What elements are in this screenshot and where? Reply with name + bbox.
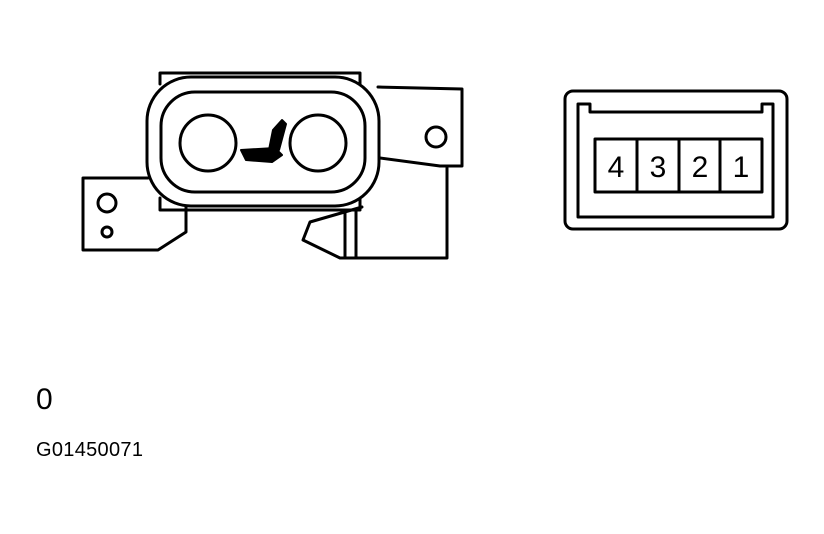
body-tab-top [158, 71, 362, 86]
pin-label-1: 1 [733, 151, 750, 184]
pin-label-4: 4 [608, 151, 625, 184]
switch-body-inner [159, 90, 367, 194]
bracket-hole-large [96, 192, 118, 214]
connector-face [563, 89, 789, 231]
figure-code-label: G01450071 [36, 439, 144, 461]
pin-labels: 4 3 2 1 [608, 151, 750, 184]
bracket-hole-small [100, 225, 114, 239]
seat-switch-assembly [81, 71, 464, 260]
lower-connector-housing [301, 166, 449, 260]
pin-label-2: 2 [692, 151, 709, 184]
switch-knob-left[interactable] [178, 113, 238, 173]
left-mounting-bracket [81, 176, 188, 252]
pin-label-3: 3 [650, 151, 667, 184]
connector-inner-outline [576, 102, 775, 219]
seat-icon [240, 119, 287, 163]
right-mounting-bracket [376, 85, 464, 168]
connector-outer [563, 89, 789, 231]
right-bracket-hole [424, 125, 448, 149]
view-marker-label: 0 [36, 383, 53, 416]
switch-body-outer [145, 75, 381, 208]
switch-knob-right[interactable] [288, 113, 348, 173]
body-tab-bottom [158, 196, 362, 212]
